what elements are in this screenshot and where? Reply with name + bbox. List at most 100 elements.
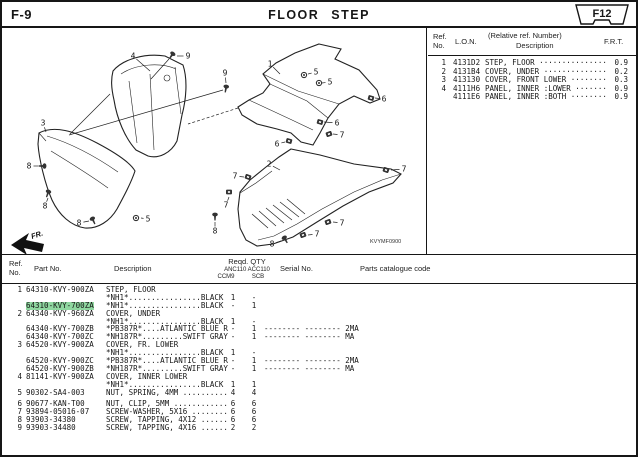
part-front-lower-cover [37,128,136,229]
callout-leader [374,97,380,99]
cell-qty-acc110: 1 [251,300,257,310]
page-title: FLOOR STEP [268,8,370,22]
screw-icon [212,212,218,221]
screw-icon [223,84,230,93]
cell-description: COVER, UNDER ·············· [485,66,607,76]
callout-leader [272,165,281,171]
callout-leader [323,121,333,124]
callout-label: 6 [382,95,387,104]
cell-description: STEP, FLOOR [106,285,156,294]
col-model-scb-label: SCB [251,274,265,280]
callout-leader [276,240,282,243]
cell-lon: 4111E6 [453,92,481,102]
callout-label: 5 [146,215,151,224]
cell-part-no: 93903-34480 [26,423,76,433]
diagram-table-divider [426,28,427,254]
callout-label: 1 [268,60,273,69]
callout-label: 5 [328,78,333,87]
callout-label: 7 [340,219,345,228]
badge-outline-icon [575,4,629,25]
cell-description: COVER, UNDER [106,308,161,318]
cell-frt: 0.9 [614,83,628,93]
cell-ref-no: 9 [17,423,22,433]
cell-qty-anc110: 6 [230,407,236,417]
cell-description: PANEL, INNER :LOWER ······· [485,83,607,93]
cell-qty-anc110: 4 [230,387,236,397]
cell-description: *NH1*................BLACK [106,292,224,302]
callout-label: 7 [340,131,345,140]
cell-ref-no: 8 [17,415,22,425]
callout-leader [136,58,151,72]
part-floor-step [237,43,381,146]
callout-leader [46,197,49,202]
callout-leader [390,168,400,171]
cell-serial-no: -------- -------- 2MA [264,324,359,334]
cell-part-no: 64520-KVY-900ZB [26,363,94,373]
callout-leader [307,234,313,236]
cell-description: PANEL, INNER :BOTH ········ [485,92,607,102]
cell-description: *NH1*................BLACK [106,348,224,358]
cell-ref-no: 4 [17,371,22,381]
parts-table-row: *NH1*................BLACK 1 - [2,316,636,326]
cell-qty-acc110: 1 [251,379,257,389]
cell-qty-anc110: - [230,332,236,342]
col-ref-label2: No. [9,268,21,277]
cell-description: STEP, FLOOR ··············· [485,58,607,67]
cell-part-no: 93903-34380 [26,415,76,425]
cell-part-no: 90677-KAN-T00 [26,399,85,409]
parts-table-row: 64340-KVY-700ZC*NH187R*.........SWIFT GR… [2,333,636,341]
cell-ref-no: 1 [441,58,446,67]
col-relref-label: (Relative ref. Number) [488,31,562,40]
cell-part-no-selected[interactable]: 64310-KVY-700ZA [26,300,94,310]
cell-part-no: 93894-05016-07 [26,407,90,417]
screw-icon [281,235,288,244]
cell-qty-acc110: - [251,316,257,326]
cell-qty-acc110: 1 [251,356,257,366]
col-lon-label: L.O.N. [455,37,477,46]
col-frt-label: F.R.T. [604,37,624,46]
cell-ref-no: 6 [17,399,22,409]
callout-leader [281,141,286,144]
callout-leader [272,66,281,75]
callout-leader [239,176,245,178]
cell-serial-no: -------- -------- MA [264,363,355,373]
cell-qty-acc110: 1 [251,324,257,334]
cell-part-no: 64520-KVY-900ZC [26,356,94,366]
nut-icon [300,71,308,79]
col-desc-label: Description [516,41,554,50]
cell-serial-no: -------- -------- MA [264,332,355,342]
callout-label: 8 [77,219,82,228]
cell-part-no: 64340-KVY-960ZA [26,308,94,318]
parts-table-row: 5 90302-SA4-003 NUT, SPRING, 4MM .........… [2,387,636,397]
screw-icon [89,216,96,225]
cell-ref-no: 5 [17,387,22,397]
cell-description: SCREW, TAPPING, 4X12 ...... [106,415,228,425]
clip-icon [226,189,232,195]
cell-part-no: 90302-SA4-003 [26,387,85,397]
frame-ref-code: F12 [592,8,612,20]
col-models-label: ANC110 ACC110 [224,267,270,273]
cell-description: *NH1*................BLACK [106,316,224,326]
cell-qty-anc110: 1 [230,316,236,326]
col-code-label: Parts catalogue code [360,264,431,273]
fr-label: FR. [30,229,44,241]
cell-part-no: 81141-KVY-900ZA [26,371,94,381]
cell-qty-acc110: 6 [251,407,257,417]
col-ref-label2: No. [433,41,445,50]
screw-icon [168,51,176,60]
callout-label: 6 [275,140,280,149]
cell-description: NUT, SPRING, 4MM .......... [106,387,228,397]
page-header: F-9 FLOOR STEP F12 [2,2,636,28]
clip-icon [382,167,390,173]
cell-qty-anc110: 1 [230,292,236,302]
part-inner-panel [111,54,187,158]
cell-qty-acc110: - [251,292,257,302]
